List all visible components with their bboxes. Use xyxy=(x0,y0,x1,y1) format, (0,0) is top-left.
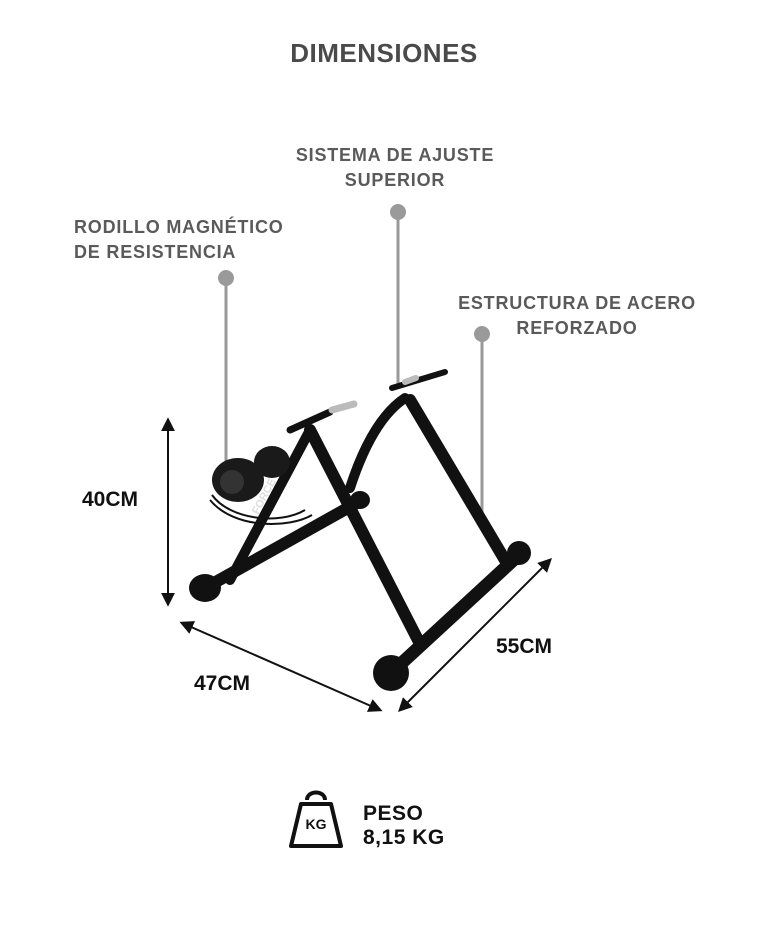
callout-line-2: SUPERIOR xyxy=(344,170,446,190)
callout-line-1: ESTRUCTURA DE ACERO xyxy=(458,293,696,313)
callout-adjust-system: SISTEMA DE AJUSTE SUPERIOR xyxy=(270,143,520,193)
trainer-feet xyxy=(189,491,531,691)
kettlebell-weight-icon: KG xyxy=(285,786,347,852)
callout-leaders xyxy=(218,204,490,516)
callout-resistance-roller: RODILLO MAGNÉTICO DE RESISTENCIA xyxy=(74,215,284,265)
dimension-width: 47CM xyxy=(194,672,251,695)
weight-value: 8,15 KG xyxy=(363,826,445,849)
resistance-roller xyxy=(209,446,313,525)
callout-line-2: DE RESISTENCIA xyxy=(74,242,237,262)
weight-info: PESO 8,15 KG xyxy=(363,802,445,850)
callout-line-1: SISTEMA DE AJUSTE xyxy=(295,145,495,165)
dimension-arrows xyxy=(161,417,552,712)
callout-steel-frame: ESTRUCTURA DE ACERO REFORZADO xyxy=(447,291,707,341)
weight-label: PESO xyxy=(363,802,424,825)
callout-line-1: RODILLO MAGNÉTICO xyxy=(74,217,284,237)
page-title: DIMENSIONES xyxy=(290,38,478,68)
dimension-height: 40CM xyxy=(82,488,139,511)
trainer-frame xyxy=(199,369,527,679)
dimension-depth: 55CM xyxy=(496,635,553,658)
callout-line-2: REFORZADO xyxy=(516,318,638,338)
weight-icon-label: KG xyxy=(305,816,327,832)
